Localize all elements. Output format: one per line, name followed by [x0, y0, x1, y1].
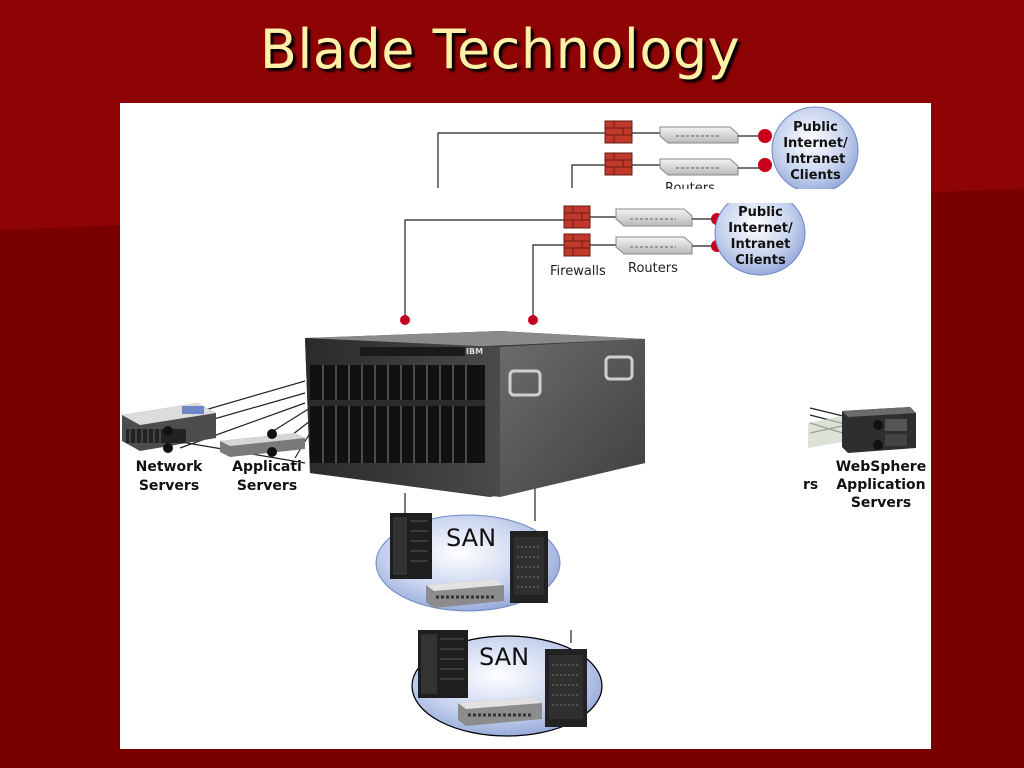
san-upper-label: SAN: [446, 524, 497, 552]
cloud-label: Public Internet/ Intranet Clients: [728, 205, 793, 268]
routers-label: Routers: [628, 261, 678, 276]
ghost-connector-dot: [758, 129, 772, 143]
storage-tower-icon: [390, 513, 432, 579]
ghost-link-line-1: [437, 132, 605, 188]
ghost-connector-dot: [758, 158, 772, 172]
ghost-network-group: [437, 106, 859, 194]
disk-array-icon: [426, 579, 504, 608]
san-upper-group: [375, 483, 561, 612]
handle-icon: [508, 369, 542, 397]
top-network-group: [400, 190, 806, 325]
connector-dot: [400, 315, 410, 325]
ghost-firewall-icon-1: [604, 120, 633, 144]
router-icon-2: [615, 236, 693, 255]
ghost-router-icon-2: [659, 158, 739, 176]
link-line: [532, 244, 564, 320]
firewall-icon-2: [563, 233, 591, 257]
slide-title: Blade Technology: [259, 18, 741, 81]
blade-diagram: Public Internet/ Intranet Clients Router…: [120, 103, 931, 749]
disk-array-icon: [458, 697, 542, 726]
partial-servers-label: rs: [803, 477, 819, 493]
blade-chassis-icon: [305, 331, 645, 497]
chassis-brand-label: IBM: [466, 347, 484, 356]
chassis-top: [305, 331, 645, 347]
ghost-firewall-icon-2: [604, 152, 633, 176]
right-servers-group: [808, 407, 916, 453]
network-servers-label: Network Servers: [135, 459, 203, 494]
application-server-icon: [220, 433, 305, 457]
ghost-router-icon-1: [659, 126, 739, 144]
left-servers-group: [122, 380, 311, 464]
websphere-server-icon: [842, 407, 916, 453]
chassis-side: [500, 339, 645, 497]
firewalls-label: Firewalls: [550, 264, 606, 279]
router-icon-1: [615, 208, 693, 227]
firewall-icon-1: [563, 205, 591, 229]
ghost-link-line-2: [571, 164, 605, 188]
storage-tower-icon: [418, 630, 468, 698]
blade-slots: [310, 365, 485, 463]
websphere-servers-label: WebSphere Application Servers: [835, 459, 927, 511]
san-lower-group: [411, 630, 603, 737]
storage-rack-icon: [545, 649, 587, 727]
diagram-graphics: [122, 106, 916, 737]
ghost-routers-label: Routers: [665, 181, 715, 189]
ghost-cloud-label: Public Internet/ Intranet Clients: [783, 120, 848, 183]
san-lower-label: SAN: [479, 643, 530, 671]
connector-dot: [528, 315, 538, 325]
handle-icon: [604, 355, 634, 381]
ghost-cover: [420, 189, 870, 203]
link-line: [404, 219, 564, 320]
storage-rack-icon: [510, 531, 548, 603]
application-servers-label: Applicati Servers: [232, 459, 302, 494]
